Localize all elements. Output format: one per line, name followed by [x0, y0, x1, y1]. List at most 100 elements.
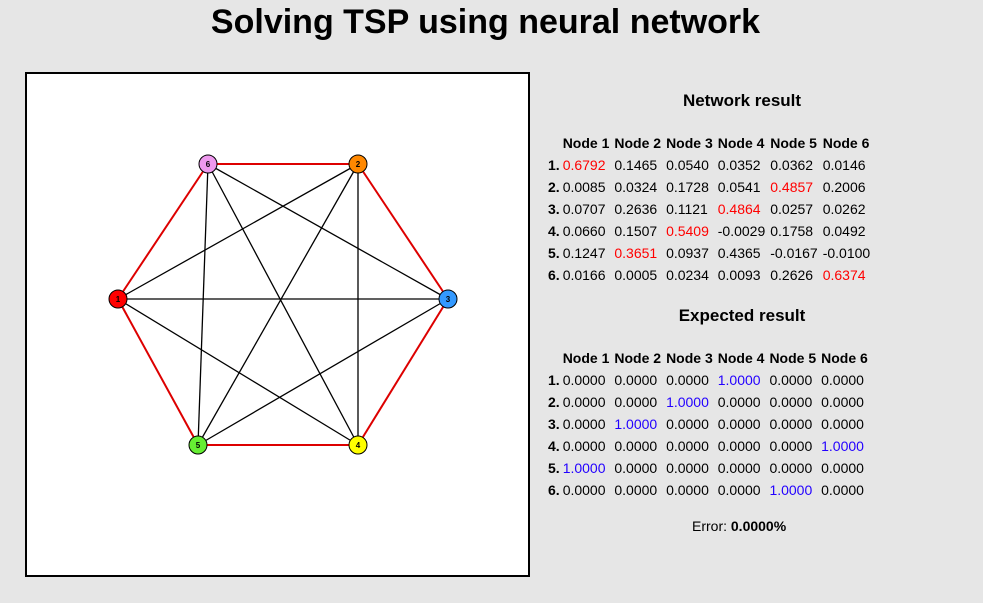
network-cell: 0.0937 — [666, 245, 709, 261]
expected-cell: 1.0000 — [562, 460, 606, 476]
expected-cell: 0.0000 — [769, 438, 813, 454]
network-row-label: 1. — [548, 157, 560, 173]
expected-row-label: 2. — [548, 394, 560, 410]
expected-cell: 0.0000 — [717, 394, 761, 410]
network-table-row: 6.0.0166 0.0005 0.0234 0.0093 0.2626 0.6374 — [548, 264, 875, 286]
network-cell: 0.0257 — [770, 201, 814, 217]
graph-edge — [117, 163, 359, 300]
network-cell: 0.0085 — [562, 179, 606, 195]
graph-node-3: 3 — [438, 289, 458, 309]
expected-cell: 0.0000 — [666, 482, 709, 498]
graph-edge — [207, 163, 359, 446]
network-cell: 0.1507 — [614, 223, 658, 239]
tour-edge — [117, 163, 209, 300]
network-result-title: Network result — [682, 91, 802, 110]
expected-cell: 0.0000 — [562, 482, 606, 498]
network-col-header: Node 6 — [822, 135, 870, 151]
tour-edge — [357, 163, 449, 300]
expected-cell: 0.0000 — [717, 438, 761, 454]
expected-row-label: 4. — [548, 438, 560, 454]
network-cell: 0.0540 — [666, 157, 709, 173]
graph-node-circle — [348, 154, 368, 174]
network-cell: 0.0324 — [614, 179, 658, 195]
expected-result-title: Expected result — [678, 306, 806, 325]
expected-corner — [548, 347, 563, 369]
expected-cell: 1.0000 — [821, 438, 864, 454]
network-cell: -0.0100 — [822, 245, 871, 261]
error-label: Error: — [692, 518, 731, 534]
network-cell: 0.0005 — [614, 267, 658, 283]
graph-node-circle — [188, 435, 208, 455]
network-cell: 0.6374 — [822, 267, 866, 283]
network-cell: 0.2636 — [614, 201, 658, 217]
network-col-header: Node 4 — [717, 135, 765, 151]
network-cell: 0.6792 — [562, 157, 606, 173]
error-value: 0.0000% — [730, 518, 787, 534]
graph-node-label: 3 — [446, 295, 451, 304]
network-table-row: 2.0.0085 0.0324 0.1728 0.0541 0.4857 0.2006 — [548, 176, 875, 198]
expected-cell: 1.0000 — [717, 372, 761, 388]
network-cell: -0.0029 — [717, 223, 766, 239]
network-col-header: Node 3 — [666, 135, 713, 151]
expected-cell: 0.0000 — [562, 394, 606, 410]
network-col-header: Node 5 — [770, 135, 817, 151]
graph-node-circle — [438, 289, 458, 309]
network-cell: 0.0492 — [822, 223, 866, 239]
graph-node-circle — [198, 154, 218, 174]
network-row-label: 6. — [548, 267, 560, 283]
graph-node-circle — [348, 435, 368, 455]
tour-edge — [357, 298, 449, 446]
expected-cell: 0.0000 — [769, 460, 813, 476]
graph-node-1: 1 — [108, 289, 128, 309]
graph-node-6: 6 — [198, 154, 218, 174]
expected-cell: 0.0000 — [562, 438, 606, 454]
network-cell: 0.1247 — [562, 245, 606, 261]
network-cell: -0.0167 — [770, 245, 818, 261]
network-cell: 0.0093 — [717, 267, 761, 283]
expected-row-label: 1. — [548, 372, 560, 388]
expected-cell: 0.0000 — [821, 460, 864, 476]
graph-node-label: 6 — [206, 160, 211, 169]
network-cell: 0.0234 — [666, 267, 709, 283]
network-cell: 0.3651 — [614, 245, 658, 261]
graph-node-label: 4 — [356, 441, 361, 450]
network-cell: 0.2006 — [822, 179, 866, 195]
network-cell: 0.4365 — [717, 245, 761, 261]
network-cell: 0.0262 — [822, 201, 866, 217]
network-col-header: Node 1 — [562, 135, 610, 151]
expected-cell: 0.0000 — [614, 460, 658, 476]
expected-cell: 1.0000 — [769, 482, 813, 498]
network-row-label: 4. — [548, 223, 560, 239]
expected-cell: 0.0000 — [666, 438, 709, 454]
graph-node-2: 2 — [348, 154, 368, 174]
network-cell: 0.0166 — [562, 267, 606, 283]
network-cell: 0.4857 — [770, 179, 814, 195]
graph-edge — [197, 163, 209, 446]
expected-cell: 0.0000 — [666, 460, 709, 476]
expected-row-label: 3. — [548, 416, 560, 432]
network-row-label: 2. — [548, 179, 560, 195]
network-col-header: Node 2 — [614, 135, 662, 151]
network-cell: 0.1121 — [666, 201, 708, 217]
network-corner — [548, 132, 563, 154]
expected-cell: 0.0000 — [821, 394, 864, 410]
graph-node-4: 4 — [348, 435, 368, 455]
expected-cell: 0.0000 — [614, 482, 658, 498]
expected-cell: 0.0000 — [717, 482, 761, 498]
graph-node-circle — [108, 289, 128, 309]
expected-cell: 1.0000 — [614, 416, 658, 432]
expected-cell: 0.0000 — [769, 394, 813, 410]
network-cell: 0.0541 — [717, 179, 761, 195]
network-cell: 0.2626 — [770, 267, 814, 283]
network-cell: 0.4864 — [717, 201, 761, 217]
network-cell: 0.1728 — [666, 179, 709, 195]
